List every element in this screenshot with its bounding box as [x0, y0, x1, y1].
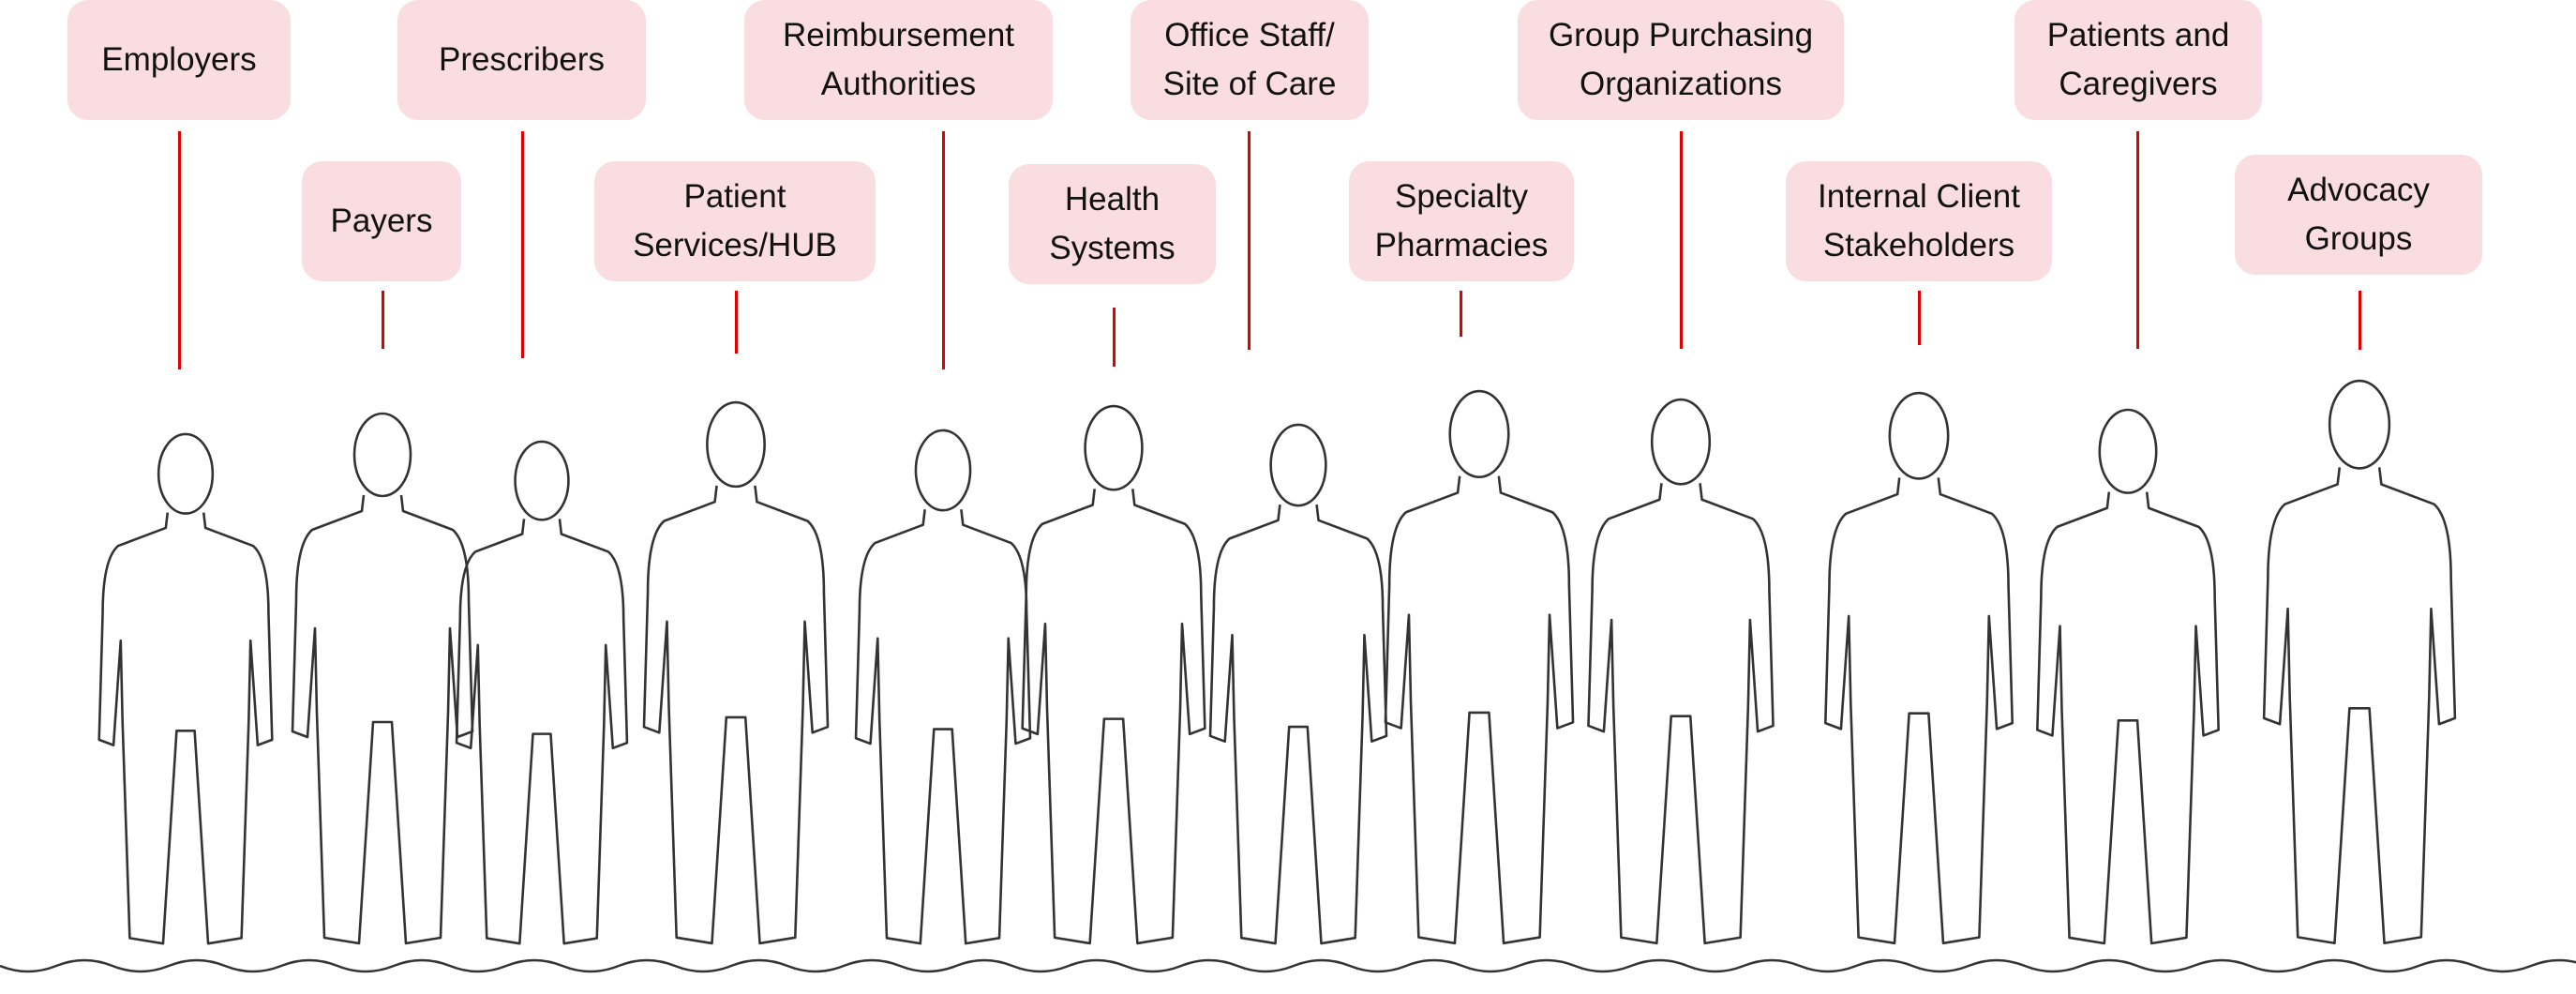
- person-figure: [97, 432, 274, 945]
- person-figure: [1208, 423, 1388, 945]
- person-figure: [1587, 398, 1775, 945]
- person-figure: [854, 429, 1032, 945]
- person-figure: [642, 400, 830, 945]
- label-office-staff: Office Staff/ Site of Care: [1131, 0, 1369, 120]
- person-figure: [2262, 379, 2457, 945]
- label-payers: Payers: [302, 161, 461, 281]
- connector-line: [178, 131, 181, 369]
- connector-line: [2359, 291, 2361, 350]
- person-figure: [455, 440, 629, 945]
- person-figure: [1021, 404, 1206, 945]
- label-reimbursement-authorities: Reimbursement Authorities: [744, 0, 1053, 120]
- person-figure: [291, 412, 474, 945]
- label-health-systems: Health Systems: [1009, 164, 1216, 284]
- label-patients-and-caregivers: Patients and Caregivers: [2014, 0, 2262, 120]
- connector-line: [1918, 291, 1921, 345]
- connector-line: [735, 291, 738, 354]
- connector-line: [942, 131, 945, 369]
- label-group-purchasing-organizations: Group Purchasing Organizations: [1518, 0, 1844, 120]
- label-prescribers: Prescribers: [397, 0, 646, 120]
- connector-line: [521, 131, 524, 358]
- person-figure: [2036, 408, 2220, 945]
- connector-line: [1460, 291, 1462, 337]
- label-patient-services-hub: Patient Services/HUB: [594, 161, 876, 281]
- label-advocacy-groups: Advocacy Groups: [2235, 155, 2482, 275]
- connector-line: [382, 291, 384, 349]
- connector-line: [1680, 131, 1683, 349]
- label-employers: Employers: [67, 0, 291, 120]
- label-internal-client-stakeholders: Internal Client Stakeholders: [1786, 161, 2052, 281]
- connector-line: [1248, 131, 1251, 350]
- person-figure: [1823, 391, 2014, 945]
- ground-line: [0, 958, 2576, 973]
- person-figure: [1384, 389, 1575, 945]
- label-specialty-pharmacies: Specialty Pharmacies: [1349, 161, 1574, 281]
- connector-line: [1113, 308, 1116, 367]
- connector-line: [2136, 131, 2139, 349]
